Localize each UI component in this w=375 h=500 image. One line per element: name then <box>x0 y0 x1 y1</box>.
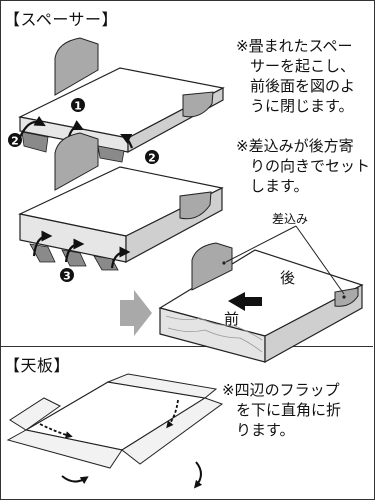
note-line: りの向きでセット <box>250 157 371 175</box>
spacer-note-2: ※差込みが後方寄 りの向きでセット します。 <box>236 136 370 196</box>
top-panel-figure <box>6 373 224 489</box>
spacer-note-1: ※畳まれたスペー サーを起こし、 前後面を図のよ うに閉じます。 <box>236 36 355 116</box>
step-3-marker <box>60 268 74 282</box>
insert-tab-label: 差込み <box>272 212 308 226</box>
note-line: ※畳まれたスペー <box>236 37 353 55</box>
back-side-label: 後 <box>280 269 295 287</box>
top-panel-heading: 【天板】 <box>4 356 71 375</box>
note-line: します。 <box>250 177 309 195</box>
front-side-label: 前 <box>224 310 239 328</box>
next-step-arrow <box>120 290 152 336</box>
step-2b-label: 2 <box>148 152 156 165</box>
step-2b-marker <box>145 150 159 164</box>
spacer-figure-1: 1 2 2 <box>8 37 225 165</box>
note-line: ※四辺のフラップ <box>222 381 340 399</box>
note-line: サーを起こし、 <box>250 57 356 75</box>
note-line: を下に直角に折 <box>236 401 342 419</box>
note-line: 前後面を図のよ <box>250 77 356 95</box>
step-2a-marker <box>8 133 22 147</box>
spacer-figure-2: 3 <box>18 132 224 283</box>
top-panel-note: ※四辺のフラップ を下に直角に折 ります。 <box>222 380 341 440</box>
section-divider <box>0 346 373 347</box>
step-3-label: 3 <box>63 270 71 283</box>
step-2a-label: 2 <box>11 135 19 148</box>
step-1-marker <box>71 98 85 112</box>
note-line: ります。 <box>236 421 295 439</box>
note-line: うに閉じます。 <box>250 97 354 115</box>
step-1-label: 1 <box>74 100 82 113</box>
spacer-figure-3: 差込み 後 前 <box>158 212 364 364</box>
spacer-heading: 【スペーサー】 <box>4 10 119 29</box>
note-line: ※差込みが後方寄 <box>236 137 354 155</box>
